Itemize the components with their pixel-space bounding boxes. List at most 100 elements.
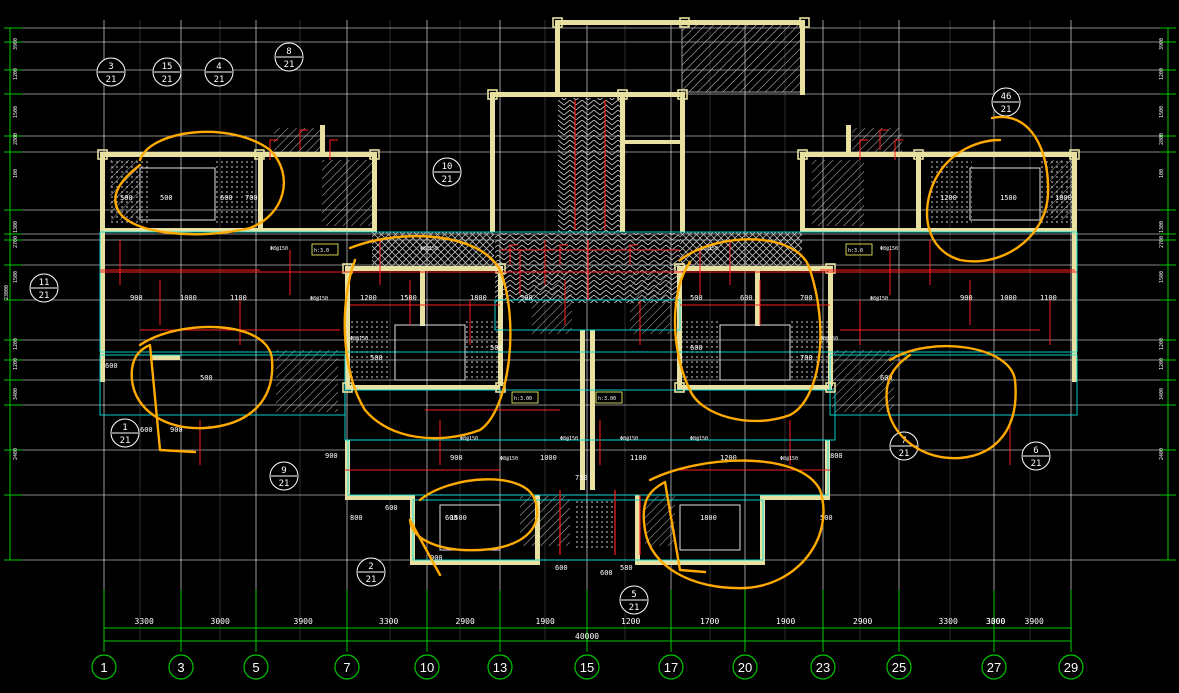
detail-tag-number: 8: [286, 47, 291, 57]
wall: [590, 330, 595, 490]
detail-tag-number: 7: [901, 436, 906, 446]
detail-tag-sheet: 21: [39, 291, 50, 301]
rebar-note: Φ8@150: [870, 296, 888, 302]
wall: [916, 152, 921, 232]
rebar-hook: [299, 129, 308, 150]
walls: [97, 17, 1080, 565]
rebar-hook: [894, 139, 903, 160]
axis-bubble: [574, 654, 600, 680]
rebar-label: 700: [245, 194, 258, 202]
wall: [800, 20, 805, 95]
small-label: 750: [575, 474, 588, 482]
axis-bubble: [487, 654, 513, 680]
right-dimension: 3400: [1159, 388, 1165, 400]
left-dimension: 1200: [13, 358, 19, 370]
wall: [625, 140, 680, 144]
bottom-dimension: 3000: [986, 617, 1005, 626]
left-dimension: 1200: [13, 68, 19, 80]
axis-label: 3: [177, 660, 184, 675]
room-height-tag: h:3.0: [314, 248, 329, 254]
left-dimension: 2400: [13, 448, 19, 460]
left-dimension: 2700: [13, 236, 19, 248]
column-marker: [825, 382, 836, 393]
room-outline: [719, 324, 791, 381]
room-dots: [350, 320, 390, 380]
small-label: 800: [350, 514, 363, 522]
detail-tag-sheet: 21: [629, 603, 640, 613]
axis-bubble: [658, 654, 684, 680]
detail-tag-number: 6: [1033, 446, 1038, 456]
right-dimension: 2700: [1159, 236, 1165, 248]
rebar-label: 500: [370, 354, 383, 362]
room-height-tag: h:3.0: [848, 248, 863, 254]
room-outline: [394, 324, 466, 381]
bottom-dimension: 1700: [700, 617, 719, 626]
detail-tag-number: 15: [162, 62, 173, 72]
rebar-note: Φ8@150: [310, 296, 328, 302]
rebar-label: 1800: [1055, 194, 1072, 202]
axis-bubble: [243, 654, 269, 680]
rebar-label: 1200: [360, 294, 377, 302]
wall: [498, 266, 503, 386]
axis-bubble: [732, 654, 758, 680]
column-marker: [825, 263, 836, 274]
room-hatch: [630, 270, 670, 334]
wall: [800, 152, 805, 232]
room-dots: [680, 320, 720, 380]
wall: [635, 560, 765, 565]
rebar-hook: [559, 244, 568, 265]
wall: [345, 495, 415, 500]
rebar-note: Φ8@150: [350, 336, 368, 342]
wall: [760, 495, 830, 500]
markup-circle: [642, 459, 825, 590]
room-hatch: [276, 350, 338, 412]
detail-tag-number: 5: [631, 590, 636, 600]
detail-tag-sheet: 21: [279, 479, 290, 489]
axis-label: 29: [1064, 660, 1078, 675]
rebar-label: 1800: [470, 294, 487, 302]
column-marker: [674, 263, 685, 274]
axis-label: 27: [987, 660, 1001, 675]
wall: [680, 92, 685, 232]
rebar-label: 1200: [720, 454, 737, 462]
bottom-dimension: 3300: [939, 617, 958, 626]
rebar-label: 600: [740, 294, 753, 302]
bottom-dimension: 3900: [1025, 617, 1044, 626]
left-dimension: 3400: [13, 388, 19, 400]
rebar-label: 1200: [940, 194, 957, 202]
small-label: 600: [555, 564, 568, 572]
room-dots: [928, 160, 972, 226]
rebar-note: Φ8@150: [620, 436, 638, 442]
wall: [345, 385, 500, 390]
rebar-hook: [329, 139, 338, 160]
rebar-label: 900: [130, 294, 143, 302]
markup-circle: [408, 478, 539, 577]
wall: [1072, 156, 1077, 356]
markup-circle: [343, 235, 512, 440]
axis-label: 23: [816, 660, 830, 675]
wall: [677, 266, 832, 271]
detail-tag-number: 1: [122, 423, 127, 433]
wall: [580, 330, 585, 490]
rebar-label: 700: [800, 354, 813, 362]
axis-bubble: [91, 654, 117, 680]
orange-markup-circles: [114, 115, 1050, 590]
wall: [800, 228, 1077, 232]
column-marker: [799, 17, 810, 28]
right-dimension: 2400: [1159, 448, 1165, 460]
detail-tag-sheet: 21: [106, 75, 117, 85]
rebar-note: Φ8@150: [560, 436, 578, 442]
wall: [535, 495, 540, 565]
right-dimension: 2800: [1159, 133, 1165, 145]
total-dimension: 40000: [575, 632, 599, 641]
small-label: 600: [385, 504, 398, 512]
wall: [490, 92, 495, 232]
room-dots: [574, 500, 614, 550]
rebar-hook: [879, 129, 888, 150]
room-height-frame: [845, 243, 873, 256]
rebar-label: 1500: [450, 514, 467, 522]
room-hatch: [322, 160, 374, 226]
column-marker: [369, 149, 380, 160]
